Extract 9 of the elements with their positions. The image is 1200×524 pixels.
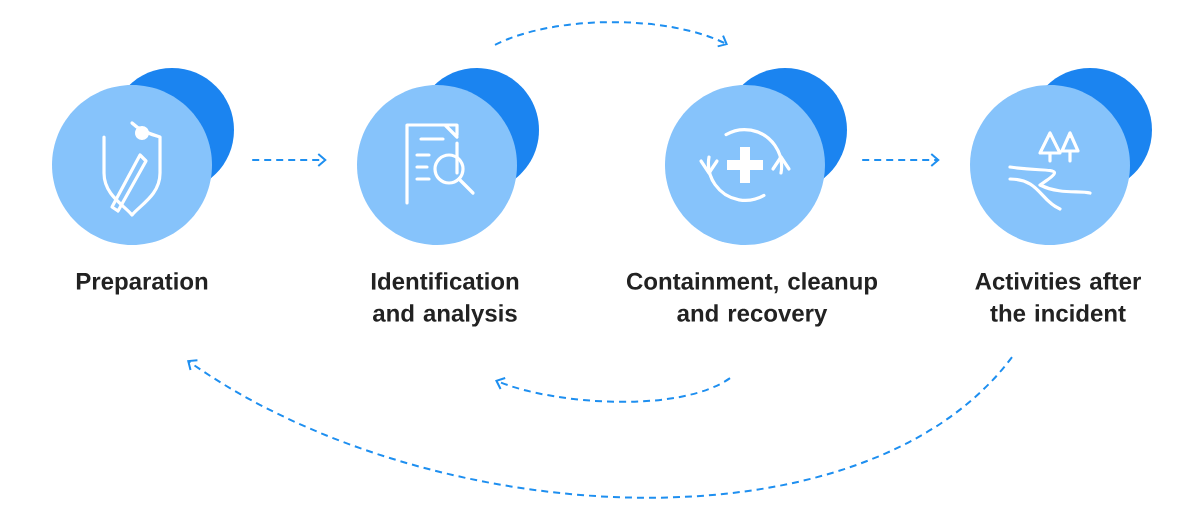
dashed-arrow [495,376,731,403]
step-label: Containment, cleanup and recovery [627,272,878,327]
dashed-arrow [251,153,327,167]
dashed-arrow [861,153,940,167]
step-label: Identification and analysis [371,272,519,327]
step-label: Activities after the incident [975,272,1141,322]
dashed-arrow [187,356,1013,499]
step-label: Preparation [76,272,208,295]
dashed-arrow [494,21,728,48]
